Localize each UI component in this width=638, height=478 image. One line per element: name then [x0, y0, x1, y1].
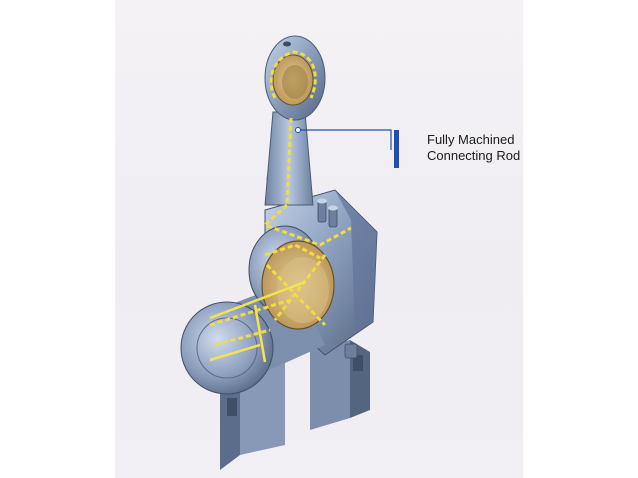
oil-passage-solid: [209, 280, 306, 363]
callout-line-1: Fully Machined: [427, 132, 515, 147]
connecting-rod-illustration: [180, 35, 392, 470]
callout-accent-bar: [394, 130, 399, 168]
diagram-background: Fully Machined Connecting Rod: [115, 0, 523, 478]
callout-leader-line: [298, 129, 392, 150]
oil-passage: [209, 50, 352, 347]
callout-line-2: Connecting Rod: [427, 148, 521, 163]
small-end: [264, 35, 326, 121]
callout-label: Fully Machined Connecting Rod: [427, 132, 520, 164]
callout-anchor-dot: [295, 127, 301, 133]
